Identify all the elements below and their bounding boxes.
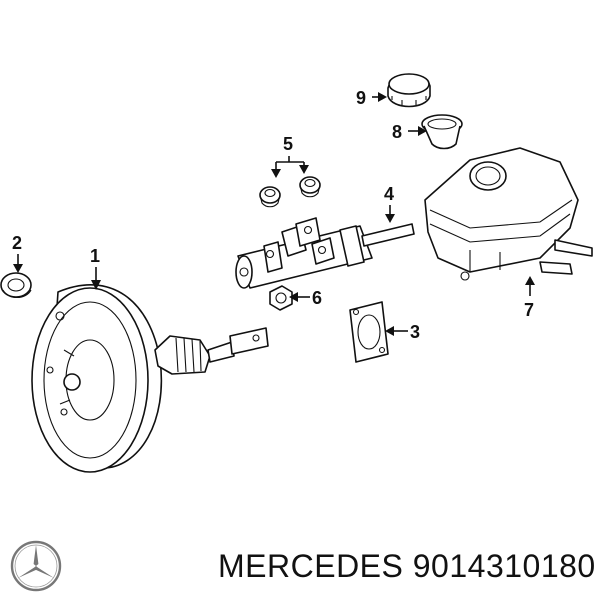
fluid-reservoir: [424, 147, 593, 281]
master-cylinder: [235, 217, 415, 289]
nut: [269, 285, 293, 311]
part-caption: MERCEDES 9014310180: [218, 548, 596, 585]
callout-3: 3: [410, 322, 420, 342]
callout-8: 8: [392, 122, 402, 142]
leader-lines: [13, 92, 535, 336]
filter-strainer: [421, 114, 463, 150]
reservoir-seals: [259, 176, 321, 208]
callout-5: 5: [283, 134, 293, 154]
mercedes-star-icon: [10, 540, 62, 592]
reservoir-cap: [387, 73, 431, 108]
callout-2: 2: [12, 233, 22, 253]
callout-7: 7: [524, 300, 534, 320]
callout-4: 4: [384, 184, 394, 204]
brake-booster: [31, 284, 269, 473]
part-number: 9014310180: [412, 548, 596, 584]
grommet: [0, 272, 32, 299]
callout-9: 9: [356, 88, 366, 108]
callout-6: 6: [312, 288, 322, 308]
brand-name: MERCEDES: [218, 548, 404, 584]
callout-1: 1: [90, 246, 100, 266]
gasket: [349, 301, 389, 363]
